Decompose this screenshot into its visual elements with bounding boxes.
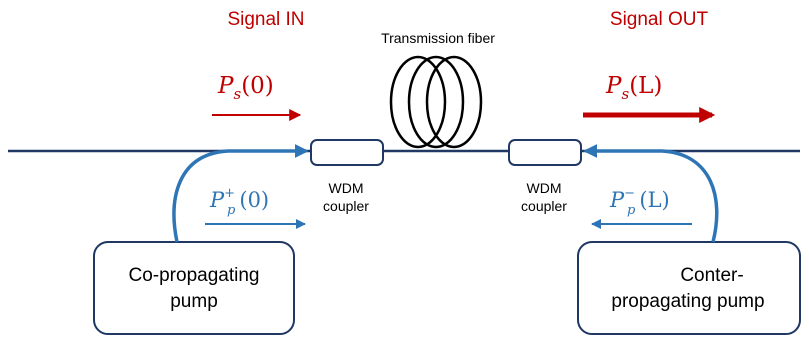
signal-in-label: Signal IN — [227, 9, 304, 30]
ps0-label: Ps(0) — [217, 73, 274, 103]
co-pump-feed-curve — [172, 144, 309, 243]
wdm-right-label-line1: WDM — [527, 180, 562, 196]
transmission-fiber-label: Transmission fiber — [381, 30, 495, 46]
signal-out-label: Signal OUT — [610, 9, 709, 30]
counter-pump-feed-curve — [583, 144, 719, 243]
pp-minus-label: P−p(L) — [609, 186, 670, 218]
co-propagating-pump-box — [93, 241, 295, 335]
co-pump-label-line1: Co-propagating — [129, 265, 260, 286]
wdm-coupler-right — [508, 139, 582, 166]
pp-plus-label: P+p(0) — [209, 186, 269, 218]
wdm-right-label-line2: coupler — [521, 198, 567, 214]
wdm-coupler-left — [310, 139, 384, 166]
counter-propagating-pump-box — [577, 241, 801, 335]
co-pump-label-line2: pump — [170, 291, 218, 312]
fiber-coil-icon — [389, 55, 483, 149]
counter-pump-label-line1: Conter- — [680, 265, 743, 286]
wdm-left-label-line2: coupler — [323, 198, 369, 214]
psL-label: Ps(L) — [605, 73, 662, 103]
wdm-left-label-line1: WDM — [329, 180, 364, 196]
counter-pump-label-line2: propagating pump — [611, 291, 764, 312]
